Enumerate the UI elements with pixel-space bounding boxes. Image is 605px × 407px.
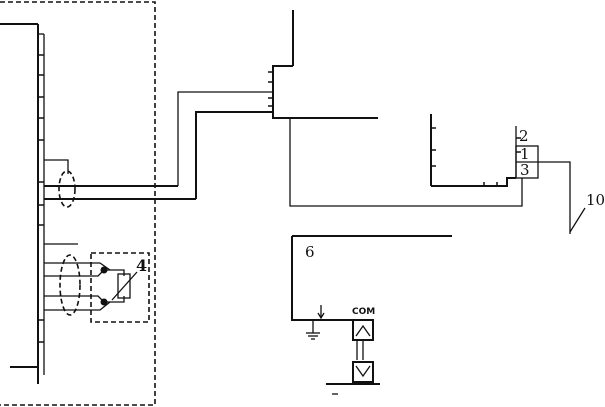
left-enclosure <box>0 1 156 406</box>
pin-2-label: 2 <box>519 127 529 145</box>
pin-3-label: 3 <box>520 161 530 179</box>
cable-10: 10 <box>569 191 605 233</box>
variable-resistor-icon <box>117 273 131 299</box>
com-chain <box>326 319 380 395</box>
box-label: 6 <box>305 243 315 261</box>
center-bus <box>268 10 523 207</box>
cable-label: 10 <box>586 191 605 209</box>
sensor-4: 4 <box>90 252 150 323</box>
pin-1-label: 1 <box>520 145 530 163</box>
transceiver-top-icon <box>352 319 374 341</box>
box-6: 6 COM <box>291 235 452 340</box>
twisted-pair-marker <box>58 170 76 208</box>
shield-marker <box>59 254 81 316</box>
com-label: COM <box>352 307 375 317</box>
transceiver-bottom-icon <box>352 361 374 383</box>
upper-signal-pair <box>44 91 273 208</box>
sensor-label: 4 <box>136 256 147 275</box>
right-terminal-block: 2 1 3 <box>430 114 571 234</box>
left-terminal-bus <box>0 23 45 384</box>
lower-signal-group <box>44 243 111 316</box>
